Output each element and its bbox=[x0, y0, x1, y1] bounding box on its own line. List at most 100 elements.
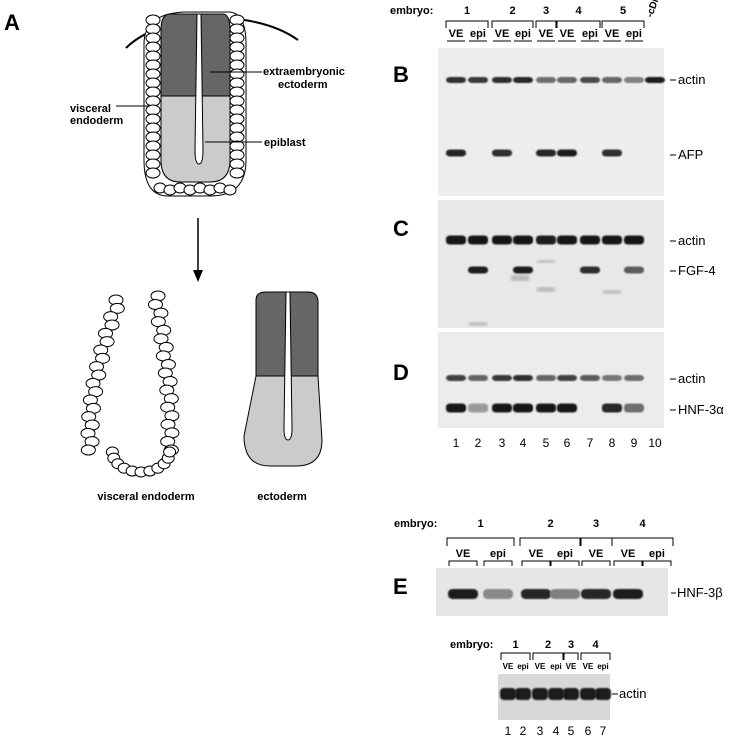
gel-band-b_actin bbox=[645, 77, 665, 83]
panel-label-a: A bbox=[4, 10, 20, 35]
gel-band-d_hnf bbox=[536, 403, 556, 413]
embryo-bracket-top bbox=[601, 20, 645, 28]
lane-sample-label-bottom: epi bbox=[517, 662, 529, 671]
label-epiblast: epiblast bbox=[264, 137, 306, 149]
lane-sample-label-bottom: epi bbox=[597, 662, 609, 671]
embryo-bracket-e bbox=[611, 537, 674, 546]
lane-sample-label: VE bbox=[560, 28, 575, 40]
gel-smear bbox=[537, 260, 555, 263]
lane-sample-label-e: epi bbox=[557, 548, 573, 560]
lane-number-top: 8 bbox=[609, 436, 616, 450]
gel-band-b_afp bbox=[536, 149, 556, 157]
band-label-actin-c: actin bbox=[678, 233, 705, 248]
lane-number-bottom: 2 bbox=[520, 724, 527, 738]
lane-number-top: 7 bbox=[587, 436, 594, 450]
gel-band-c_actin bbox=[446, 235, 466, 245]
gel-band-d_actin bbox=[557, 375, 577, 381]
gel-band-d_actin bbox=[492, 375, 512, 381]
lane-sample-label-bottom: VE bbox=[503, 662, 514, 671]
gel-band-d_actin bbox=[446, 375, 466, 381]
label-endoderm: endoderm bbox=[70, 115, 123, 127]
gel-bottom-bands bbox=[500, 688, 611, 700]
label-ectoderm-callout: ectoderm bbox=[278, 79, 328, 91]
gel-band-actin-bottom bbox=[515, 688, 531, 700]
gel-band-actin-bottom bbox=[548, 688, 564, 700]
band-label-actin-bottom: actin bbox=[619, 686, 646, 701]
embryo-number-e: 3 bbox=[593, 518, 599, 530]
gel-e-bands bbox=[448, 589, 643, 599]
embryo-number-top: 2 bbox=[509, 5, 515, 17]
lane-bracket-e bbox=[483, 560, 513, 566]
gel-band-b_actin bbox=[624, 77, 644, 83]
gel-band-b_actin bbox=[602, 77, 622, 83]
lane-bracket-e bbox=[550, 560, 580, 566]
gel-band-c_actin bbox=[468, 235, 488, 245]
lane-sample-label-e: epi bbox=[649, 548, 665, 560]
gel-band-actin-bottom bbox=[532, 688, 548, 700]
embryo-label-e: embryo: bbox=[394, 518, 437, 530]
lane-bracket-e bbox=[613, 560, 643, 566]
gel-band-c_fgf bbox=[624, 266, 644, 274]
gel-band-b_afp bbox=[557, 149, 577, 157]
embryo-number-bottom: 4 bbox=[592, 639, 599, 651]
lane-number-bottom: 7 bbox=[600, 724, 607, 738]
lane-sample-label: epi bbox=[582, 28, 598, 40]
top-gel-bands bbox=[446, 77, 665, 413]
label-ectoderm: ectoderm bbox=[257, 491, 307, 503]
embryo-label-bottom: embryo: bbox=[450, 639, 493, 651]
embryo-bracket-e bbox=[519, 537, 582, 546]
lane-sample-label-e: VE bbox=[621, 548, 636, 560]
band-label-hnf3b: HNF-3β bbox=[677, 585, 723, 600]
lane-sample-label-e: VE bbox=[529, 548, 544, 560]
lane-number-top: 9 bbox=[631, 436, 638, 450]
band-label-actin-d: actin bbox=[678, 371, 705, 386]
lane-sample-label-e: VE bbox=[589, 548, 604, 560]
gel-band-b_actin bbox=[468, 77, 488, 83]
gel-band-actin-bottom bbox=[563, 688, 579, 700]
gel-band-d_hnf bbox=[446, 403, 466, 413]
gel-band-c_fgf bbox=[468, 266, 488, 274]
lane-sample-label: VE bbox=[539, 28, 554, 40]
gel-band-d_actin bbox=[602, 375, 622, 381]
gel-smear bbox=[469, 322, 487, 326]
gel-band-d_actin bbox=[468, 375, 488, 381]
panel-label-d: D bbox=[393, 360, 409, 385]
lane-sample-label-bottom: VE bbox=[583, 662, 594, 671]
gel-band-d_hnf bbox=[492, 403, 512, 413]
embryo-number-top: 5 bbox=[620, 5, 626, 17]
label-visceral-endoderm: visceral endoderm bbox=[97, 491, 194, 503]
gel-band-c_actin bbox=[513, 235, 533, 245]
gel-band-d_actin bbox=[513, 375, 533, 381]
panel-label-e: E bbox=[393, 574, 408, 599]
gel-band-d_hnf bbox=[602, 403, 622, 413]
gel-band-b_actin bbox=[557, 77, 577, 83]
lane-sample-label: VE bbox=[449, 28, 464, 40]
gel-band-b_actin bbox=[446, 77, 466, 83]
gel-band-c_fgf bbox=[513, 266, 533, 274]
lane-sample-label: epi bbox=[470, 28, 486, 40]
gel-band-c_actin bbox=[580, 235, 600, 245]
lane-sample-label: epi bbox=[626, 28, 642, 40]
gel-band-c_actin bbox=[557, 235, 577, 245]
egg-cylinder-diagram: extraembryonic ectoderm visceral endoder… bbox=[70, 11, 345, 503]
gel-band-hnf3b bbox=[483, 589, 513, 599]
label-visceral: visceral bbox=[70, 103, 111, 115]
lane-bracket-e bbox=[448, 560, 478, 566]
lane-number-top: 4 bbox=[520, 436, 527, 450]
embryo-bracket-top bbox=[556, 20, 601, 28]
gel-band-b_actin bbox=[580, 77, 600, 83]
band-label-actin-b: actin bbox=[678, 72, 705, 87]
embryo-number-bottom: 1 bbox=[512, 639, 518, 651]
lane-number-bottom: 5 bbox=[568, 724, 575, 738]
embryo-bracket-top bbox=[445, 20, 489, 28]
label-extraembryonic: extraembryonic bbox=[263, 66, 345, 78]
gel-c bbox=[438, 200, 664, 328]
gel-band-d_actin bbox=[536, 375, 556, 381]
embryo-bracket-bottom bbox=[563, 652, 579, 660]
lane-sample-label-bottom: epi bbox=[550, 662, 562, 671]
lane-bracket-e bbox=[581, 560, 611, 566]
lane-sample-label-e: epi bbox=[490, 548, 506, 560]
lane-sample-label: VE bbox=[605, 28, 620, 40]
gel-band-d_hnf bbox=[624, 403, 644, 413]
